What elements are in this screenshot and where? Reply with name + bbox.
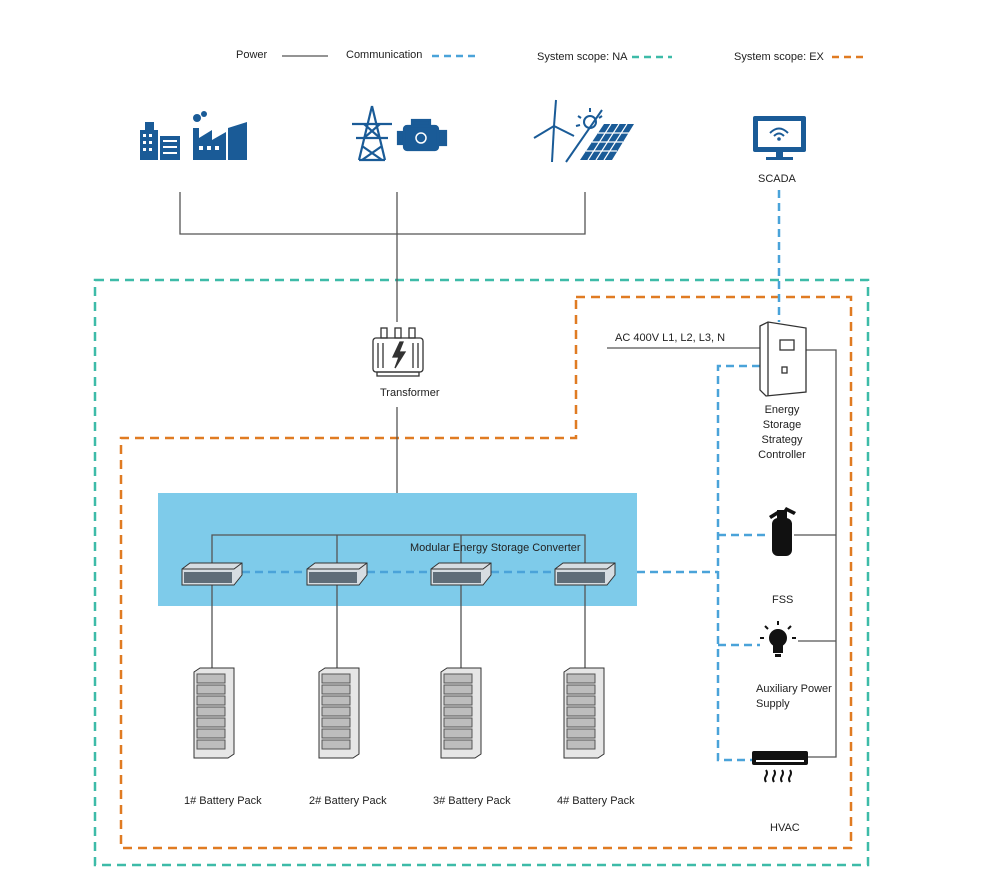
wind-solar-icon bbox=[533, 99, 634, 163]
converter-module-3 bbox=[430, 562, 492, 586]
power-lines bbox=[179, 192, 837, 758]
legend-power-label: Power bbox=[236, 49, 268, 61]
battery-rack-1 bbox=[193, 667, 235, 759]
scada-label: SCADA bbox=[758, 173, 796, 185]
fire-extinguisher-icon bbox=[769, 507, 796, 556]
battery-pack-label-2: 2# Battery Pack bbox=[309, 795, 387, 807]
monitor-wifi-icon bbox=[753, 116, 806, 160]
pcs-panel bbox=[158, 493, 637, 606]
legend bbox=[282, 54, 868, 59]
controller-label: Energy Storage Strategy Controller bbox=[758, 404, 806, 461]
air-conditioner-icon bbox=[752, 751, 808, 783]
fss-label: FSS bbox=[772, 594, 794, 606]
battery-pack-label-1: 1# Battery Pack bbox=[184, 795, 262, 807]
ac-bus-label: AC 400V L1, L2, L3, N bbox=[615, 332, 726, 344]
battery-rack-2 bbox=[318, 667, 360, 759]
legend-scope-ex-label: System scope: EX bbox=[734, 51, 824, 63]
legend-communication-label: Communication bbox=[346, 49, 423, 61]
converter-module-4 bbox=[554, 562, 616, 586]
controller-cabinet-icon bbox=[759, 321, 807, 397]
battery-pack-label-3: 3# Battery Pack bbox=[433, 795, 511, 807]
communication-lines bbox=[242, 190, 781, 762]
pcs-modules bbox=[181, 562, 616, 586]
transformer-icon bbox=[372, 327, 424, 377]
scope-ex-boundary bbox=[119, 295, 853, 850]
aux-power-label: Auxiliary Power Supply bbox=[756, 683, 832, 710]
battery-rack-3 bbox=[440, 667, 482, 759]
pcs-label: Modular Energy Storage Converter bbox=[410, 542, 581, 554]
pylon-generator-icon bbox=[352, 105, 448, 162]
battery-rack-4 bbox=[563, 667, 605, 759]
battery-racks bbox=[193, 667, 605, 759]
legend-scope-na-label: System scope: NA bbox=[537, 51, 628, 63]
city-factory-icon bbox=[140, 111, 247, 160]
light-bulb-icon bbox=[760, 621, 796, 657]
converter-module-1 bbox=[181, 562, 243, 586]
battery-pack-label-4: 4# Battery Pack bbox=[557, 795, 635, 807]
scope-na-boundary bbox=[93, 278, 870, 867]
hvac-label: HVAC bbox=[770, 822, 800, 834]
converter-module-2 bbox=[306, 562, 368, 586]
transformer-label: Transformer bbox=[380, 387, 440, 399]
